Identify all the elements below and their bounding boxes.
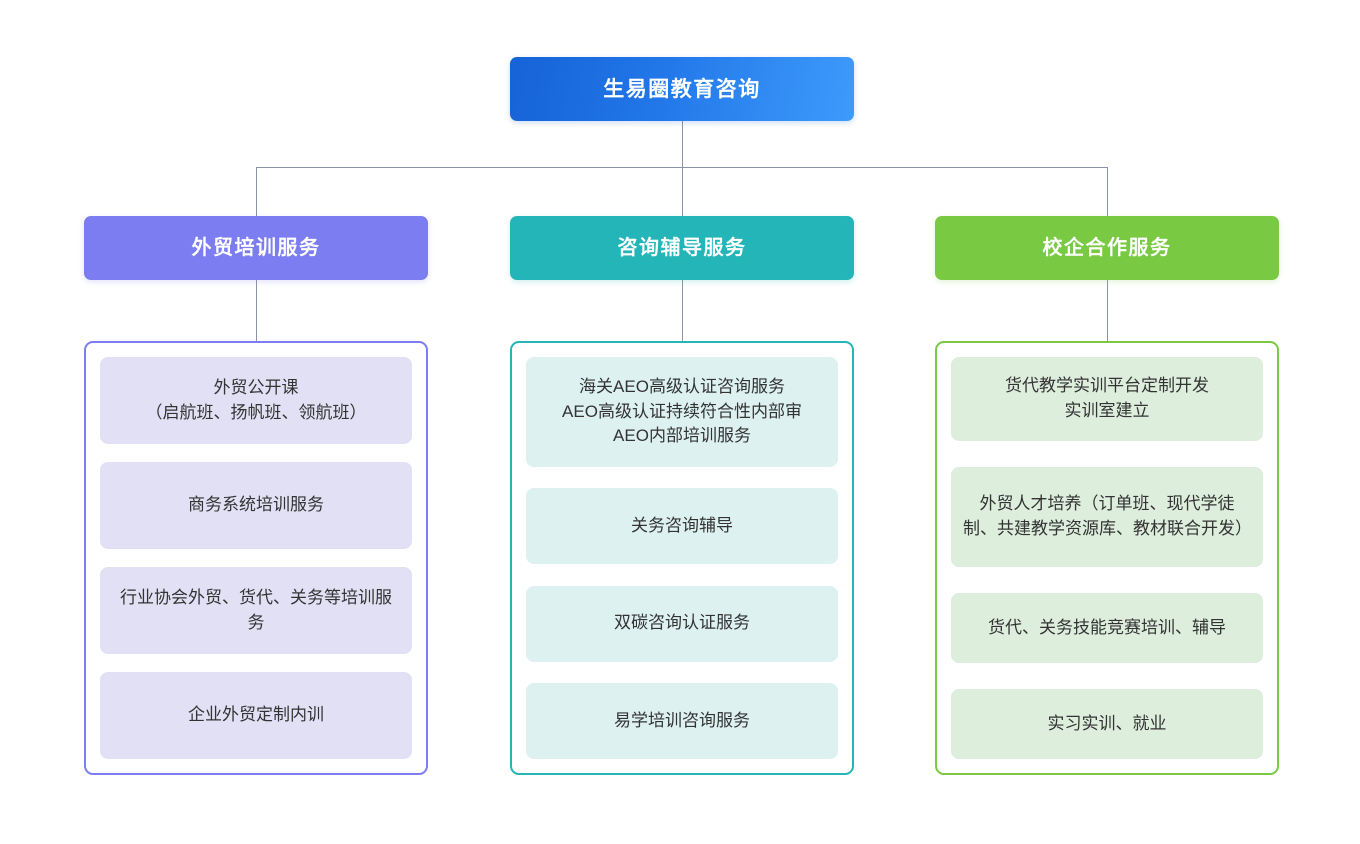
branch-group-3: 货代教学实训平台定制开发 实训室建立 外贸人才培养（订单班、现代学徒制、共建教学… [935,341,1279,775]
branch-group-2: 海关AEO高级认证咨询服务 AEO高级认证持续符合性内部审 AEO内部培训服务 … [510,341,854,775]
connector-branch-2-stem [682,167,683,216]
connector-root-stem [682,121,683,167]
leaf-card[interactable]: 易学培训咨询服务 [526,682,838,759]
branch-header-2[interactable]: 咨询辅导服务 [510,216,854,280]
connector-group-1-link [256,280,257,341]
leaf-card[interactable]: 实习实训、就业 [951,689,1263,759]
branch-header-3[interactable]: 校企合作服务 [935,216,1279,280]
connector-group-2-link [682,280,683,341]
branch-header-3-label: 校企合作服务 [1042,237,1172,259]
branch-group-1: 外贸公开课 （启航班、扬帆班、领航班） 商务系统培训服务 行业协会外贸、货代、关… [84,341,428,775]
connector-branch-3-stem [1107,167,1108,216]
branch-header-1-label: 外贸培训服务 [191,237,321,259]
root-node-label: 生易圈教育咨询 [603,77,761,101]
leaf-card[interactable]: 海关AEO高级认证咨询服务 AEO高级认证持续符合性内部审 AEO内部培训服务 [526,357,838,467]
branch-header-2-label: 咨询辅导服务 [617,237,747,259]
leaf-card[interactable]: 货代、关务技能竞赛培训、辅导 [951,593,1263,663]
leaf-card[interactable]: 企业外贸定制内训 [100,672,412,759]
branch-header-1[interactable]: 外贸培训服务 [84,216,428,280]
connector-group-3-link [1107,280,1108,341]
branch-column-2: 咨询辅导服务 [510,216,854,280]
leaf-card[interactable]: 双碳咨询认证服务 [526,585,838,662]
connector-branch-1-stem [256,167,257,216]
leaf-card[interactable]: 关务咨询辅导 [526,488,838,565]
connector-horizontal-bus [256,167,1107,168]
branch-column-3: 校企合作服务 [935,216,1279,280]
leaf-card[interactable]: 外贸公开课 （启航班、扬帆班、领航班） [100,357,412,444]
root-node[interactable]: 生易圈教育咨询 [510,57,854,121]
leaf-card[interactable]: 行业协会外贸、货代、关务等培训服务 [100,567,412,654]
leaf-card[interactable]: 外贸人才培养（订单班、现代学徒制、共建教学资源库、教材联合开发） [951,467,1263,567]
branch-column-1: 外贸培训服务 [84,216,428,280]
leaf-card[interactable]: 商务系统培训服务 [100,462,412,549]
leaf-card[interactable]: 货代教学实训平台定制开发 实训室建立 [951,357,1263,441]
